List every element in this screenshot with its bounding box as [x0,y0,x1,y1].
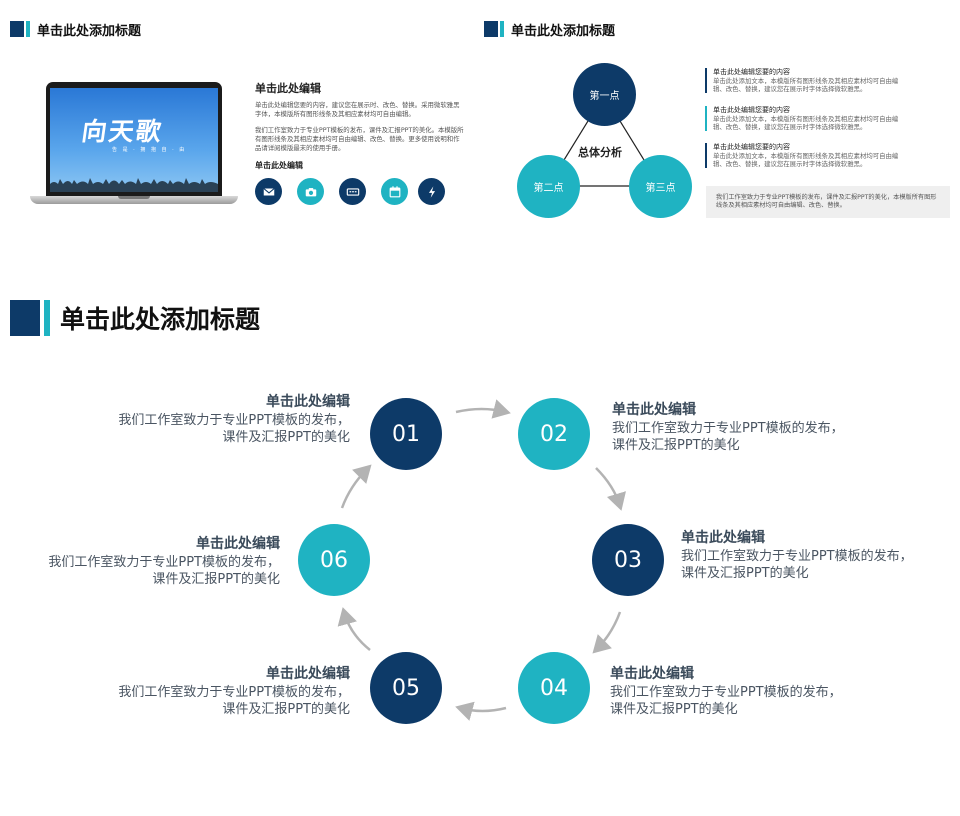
info-block-3: 单击此处编辑您要的内容 单击此处添加文本，本模版所有图形线条及其相应素材均可自由… [705,143,905,168]
header-block-dark [10,300,40,336]
calendar-icon[interactable] [381,178,408,205]
laptop-screen: 向天歌 告 是 · 拥 抱 自 · 由 [50,88,218,192]
step-title: 单击此处编辑 [196,536,280,552]
node-point-2: 第二点 [517,155,580,218]
step-label-02: 单击此处编辑 我们工作室致力于专业PPT模板的发布，课件及汇报PPT的美化 [612,400,844,454]
node-point-1: 第一点 [573,63,636,126]
step-label-01: 单击此处编辑 我们工作室致力于专业PPT模板的发布，课件及汇报PPT的美化 [110,392,350,446]
step-label-03: 单击此处编辑 我们工作室致力于专业PPT模板的发布，课件及汇报PPT的美化 [681,528,913,582]
slide1-header: 单击此处添加标题 [10,19,141,39]
step-label-06: 单击此处编辑 我们工作室致力于专业PPT模板的发布，课件及汇报PPT的美化 [40,534,280,588]
step-title: 单击此处编辑 [266,394,350,410]
slide1-paragraph-1: 单击此处编辑您要的内容，建议您在展示时、改色、替换。采用微软雅黑字体，本模版所有… [255,101,460,118]
laptop-screen-subtitle: 告 是 · 拥 抱 自 · 由 [112,147,187,153]
slide2-header-text: 单击此处添加标题 [511,23,616,39]
info-block-heading: 单击此处编辑您要的内容 [713,106,790,114]
step-label-05: 单击此处编辑 我们工作室致力于专业PPT模板的发布，课件及汇报PPT的美化 [110,664,350,718]
info-block-1: 单击此处编辑您要的内容 单击此处添加文本，本模版所有图形线条及其相应素材均可自由… [705,68,905,93]
crowd-silhouette-icon [50,178,218,192]
info-block-2: 单击此处编辑您要的内容 单击此处添加文本，本模版所有图形线条及其相应素材均可自由… [705,106,905,131]
step-circle-05: 05 [370,652,442,724]
step-body: 我们工作室致力于专业PPT模板的发布，课件及汇报PPT的美化 [681,549,913,581]
slide3-header: 单击此处添加标题 [10,300,260,336]
camera-icon[interactable] [297,178,324,205]
step-body: 我们工作室致力于专业PPT模板的发布，课件及汇报PPT的美化 [118,413,350,445]
laptop-lid: 向天歌 告 是 · 拥 抱 自 · 由 [46,82,222,196]
step-circle-03: 03 [592,524,664,596]
info-block-heading: 单击此处编辑您要的内容 [713,143,790,151]
step-title: 单击此处编辑 [266,666,350,682]
step-body: 我们工作室致力于专业PPT模板的发布，课件及汇报PPT的美化 [612,421,844,453]
slide2-header: 单击此处添加标题 [484,19,615,39]
header-block-dark [484,21,498,37]
center-analysis-label: 总体分析 [578,146,622,159]
step-title: 单击此处编辑 [681,530,765,546]
slide1-subtitle: 单击此处编辑 [255,161,303,170]
slide3-header-text: 单击此处添加标题 [60,305,261,334]
laptop-image: 向天歌 告 是 · 拥 抱 自 · 由 [30,82,238,208]
laptop-base [30,196,238,204]
info-block-heading: 单击此处编辑您要的内容 [713,68,790,76]
node-point-3: 第三点 [629,155,692,218]
info-block-body: 单击此处添加文本，本模版所有图形线条及其相应素材均可自由编辑、改色、替换，建议您… [713,115,899,131]
step-circle-01: 01 [370,398,442,470]
header-block-teal [26,21,30,37]
slide1-header-text: 单击此处添加标题 [37,23,142,39]
header-block-teal [500,21,504,37]
step-circle-02: 02 [518,398,590,470]
step-circle-04: 04 [518,652,590,724]
step-label-04: 单击此处编辑 我们工作室致力于专业PPT模板的发布，课件及汇报PPT的美化 [610,664,842,718]
summary-box: 我们工作室致力于专业PPT模板的发布，课件及汇报PPT的美化，本模版所有图形线条… [706,186,950,218]
info-block-body: 单击此处添加文本，本模版所有图形线条及其相应素材均可自由编辑、改色、替换，建议您… [713,77,899,93]
step-body: 我们工作室致力于专业PPT模板的发布，课件及汇报PPT的美化 [118,685,350,717]
header-block-dark [10,21,24,37]
step-body: 我们工作室致力于专业PPT模板的发布，课件及汇报PPT的美化 [48,555,280,587]
step-title: 单击此处编辑 [610,666,694,682]
keyboard-icon[interactable] [339,178,366,205]
lightning-icon[interactable] [418,178,445,205]
slide1-title: 单击此处编辑 [255,82,321,95]
laptop-notch [118,196,150,199]
envelope-icon[interactable] [255,178,282,205]
header-block-teal [44,300,50,336]
slide1-paragraph-2: 我们工作室致力于专业PPT模板的发布，课件及汇报PPT的美化。本模版所有图形线条… [255,126,464,152]
step-circle-06: 06 [298,524,370,596]
info-block-body: 单击此处添加文本，本模版所有图形线条及其相应素材均可自由编辑、改色、替换，建议您… [713,152,899,168]
step-body: 我们工作室致力于专业PPT模板的发布，课件及汇报PPT的美化 [610,685,842,717]
step-title: 单击此处编辑 [612,402,696,418]
